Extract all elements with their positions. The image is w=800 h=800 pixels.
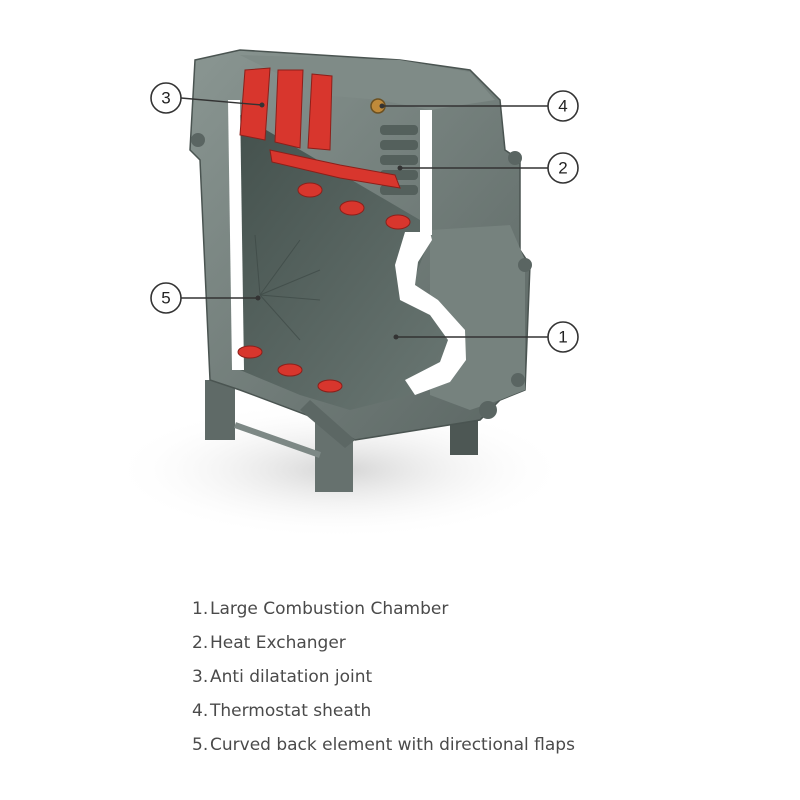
callout-number: 1 <box>558 328 567 347</box>
legend-text: Curved back element with directional fla… <box>210 735 575 755</box>
callout-number: 2 <box>558 159 567 178</box>
legend-item-3: 3. Anti dilatation joint <box>192 660 592 694</box>
legend-text: Large Combustion Chamber <box>210 599 449 619</box>
boiler-body <box>189 49 532 448</box>
callout-2: 2 <box>397 152 579 184</box>
directional-flaps <box>254 234 321 341</box>
water-passages <box>237 67 411 393</box>
legend-item-5: 5. Curved back element with directional … <box>192 728 592 762</box>
callout-3: 3 <box>150 82 265 114</box>
callout-1: 1 <box>393 321 579 353</box>
legend-number: 1. <box>192 599 209 619</box>
legend-item-1: 1. Large Combustion Chamber <box>192 592 592 626</box>
callout-number: 5 <box>161 289 170 308</box>
legend-number: 3. <box>192 667 209 687</box>
callout-5: 5 <box>150 282 261 314</box>
legend-number: 4. <box>192 701 209 721</box>
bolt-lugs <box>191 133 532 419</box>
callout-number: 3 <box>161 89 170 108</box>
legend-text: Heat Exchanger <box>210 633 346 653</box>
callout-number: 4 <box>558 97 567 116</box>
legend-number: 5. <box>192 735 209 755</box>
legend-text: Anti dilatation joint <box>210 667 373 687</box>
legend-item-2: 2. Heat Exchanger <box>192 626 592 660</box>
legend-item-4: 4. Thermostat sheath <box>192 694 592 728</box>
parts-legend: 1. Large Combustion Chamber 2. Heat Exch… <box>192 592 592 762</box>
boiler-legs <box>205 380 478 492</box>
heat-exchanger-fins <box>380 125 418 195</box>
legend-number: 2. <box>192 633 209 653</box>
callout-4: 4 <box>379 90 579 122</box>
legend-text: Thermostat sheath <box>210 701 372 721</box>
